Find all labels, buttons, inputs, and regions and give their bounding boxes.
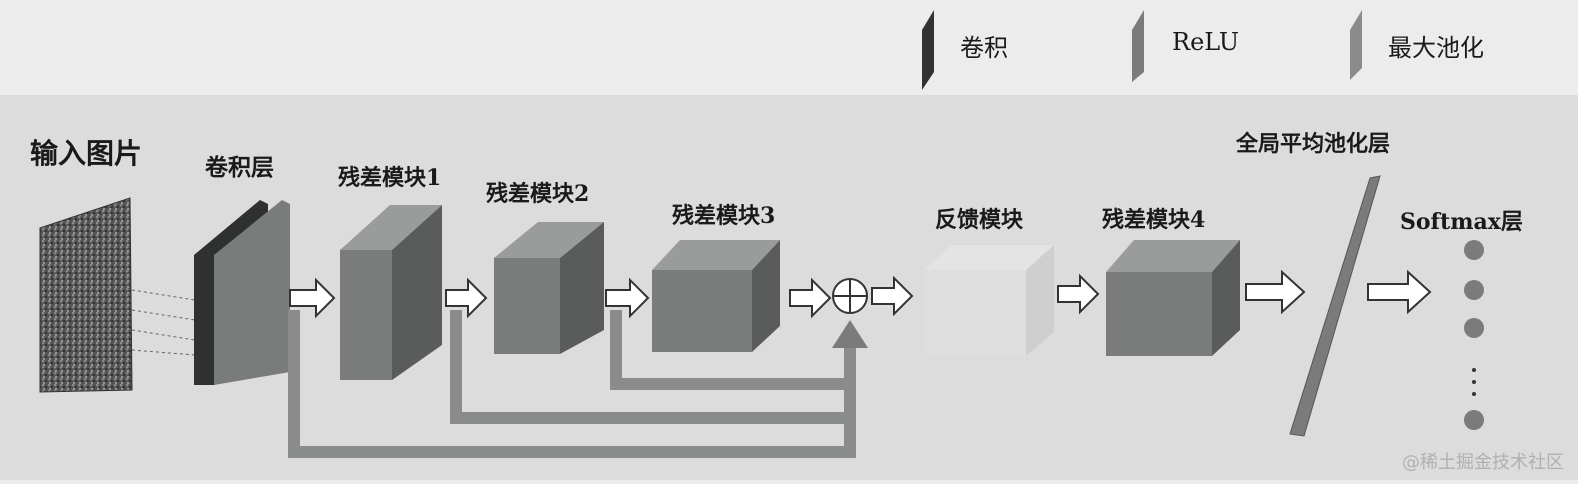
conv-layer-block	[194, 200, 290, 385]
legend-label-relu: ReLU	[1172, 28, 1240, 56]
residual-block-1	[340, 205, 442, 380]
residual-block-3-label: 残差模块3	[672, 203, 776, 229]
arrow-res3-sum	[789, 277, 832, 319]
watermark: @稀土掘金技术社区	[1402, 452, 1564, 473]
input-image	[39, 197, 196, 393]
legend-swatch-conv	[922, 10, 934, 90]
legend-label-conv: 卷积	[960, 34, 1008, 62]
softmax-nodes	[1464, 240, 1484, 430]
gap-layer-label: 全局平均池化层	[1236, 131, 1391, 157]
residual-block-1-label: 残差模块1	[338, 165, 442, 191]
arrow-feedback-res4	[1057, 273, 1100, 315]
legend-label-maxpool: 最大池化	[1388, 34, 1484, 62]
arrow-conv-res1	[289, 277, 336, 319]
residual-block-3	[652, 240, 780, 352]
sum-node	[832, 278, 868, 314]
gap-layer-bar	[1289, 175, 1381, 437]
conv-layer-label: 卷积层	[205, 154, 274, 181]
arrow-gap-softmax	[1367, 269, 1432, 315]
arrow-sum-feedback	[871, 275, 914, 317]
skip-connections	[288, 310, 868, 458]
residual-block-4	[1106, 240, 1240, 356]
residual-block-2	[494, 222, 604, 354]
input-image-label: 输入图片	[30, 137, 143, 170]
residual-block-2-label: 残差模块2	[486, 181, 590, 207]
feedback-block	[924, 245, 1054, 356]
arrow-res2-res3	[605, 277, 650, 319]
softmax-layer-label: Softmax层	[1400, 209, 1523, 235]
residual-block-4-label: 残差模块4	[1102, 207, 1206, 233]
legend-swatch-maxpool	[1350, 10, 1362, 80]
arrow-res1-res2	[445, 277, 488, 319]
arrow-res4-gap	[1245, 269, 1306, 315]
feedback-block-label: 反馈模块	[935, 207, 1024, 233]
legend-swatch-relu	[1132, 10, 1144, 82]
